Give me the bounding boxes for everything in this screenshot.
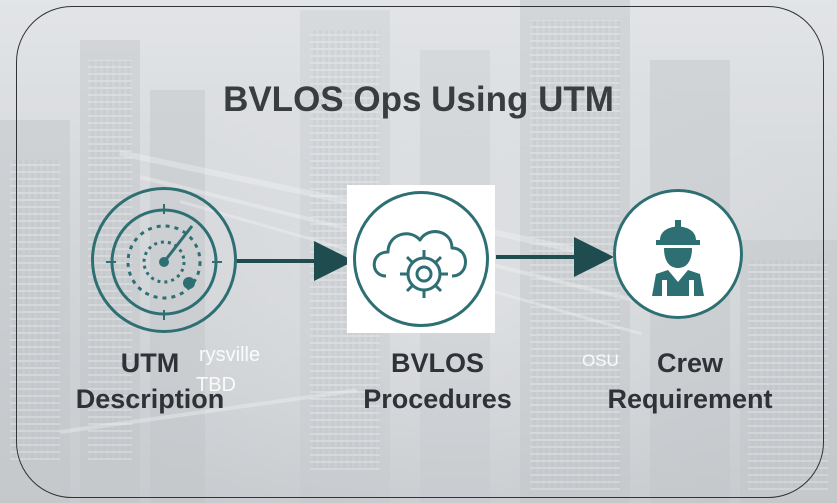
bvlos-label-line2: Procedures — [363, 384, 512, 415]
cloud-gear-icon — [353, 191, 489, 327]
worker-hardhat-icon — [613, 189, 743, 319]
radar-icon — [91, 187, 237, 333]
utm-label-line2: Description — [75, 384, 225, 415]
ghost-text-osu: OSU — [582, 351, 619, 370]
procedures-icon-box — [347, 185, 495, 333]
crew-label-line2: Requirement — [607, 384, 773, 415]
ghost-text-marysville: rysville — [199, 344, 261, 366]
crew-label-line1: Crew — [656, 348, 724, 378]
bvlos-label-line1: BVLOS — [390, 348, 484, 378]
crew-icon-box — [613, 189, 743, 319]
step-label-bvlos: BVLOS Procedures — [345, 345, 530, 418]
utm-label-line1: UTM — [120, 348, 180, 378]
page-title: BVLOS Ops Using UTM — [223, 80, 614, 119]
step-label-crew: Crew Requirement — [580, 345, 800, 418]
step-label-utm: UTM Description — [60, 345, 240, 418]
rounded-frame — [16, 6, 824, 498]
ghost-text-tbd: TBD — [196, 374, 236, 396]
